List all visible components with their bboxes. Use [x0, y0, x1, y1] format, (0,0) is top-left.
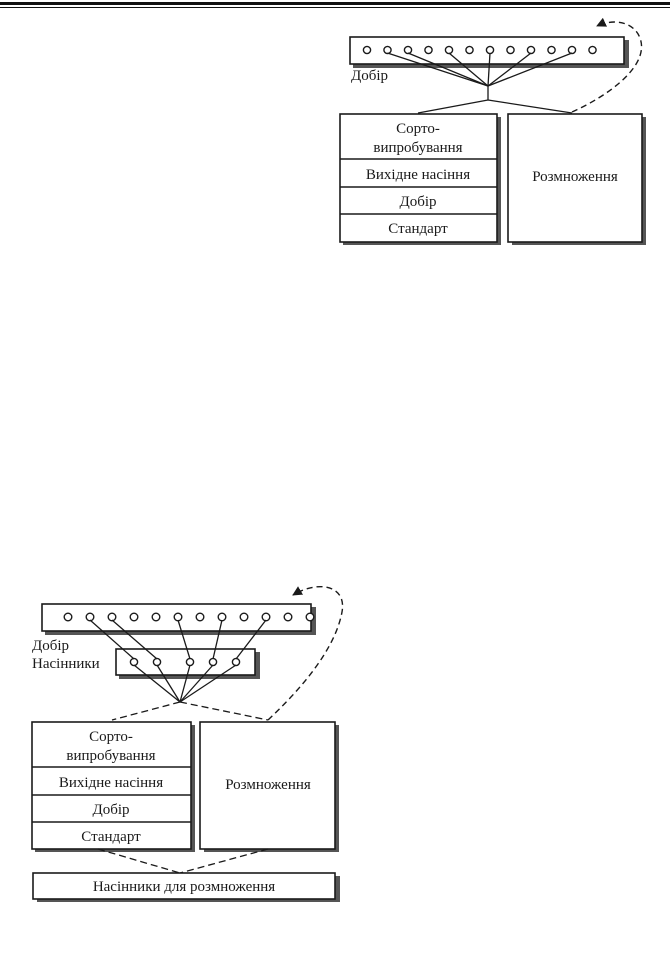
plant-circle	[86, 613, 94, 621]
plant-circle	[425, 46, 432, 53]
plant-circle	[108, 613, 116, 621]
plant-circle	[568, 46, 575, 53]
plant-circle	[196, 613, 204, 621]
plant-circle	[240, 613, 248, 621]
plant-circle	[152, 613, 160, 621]
plant-circle	[445, 46, 452, 53]
variety-trial-label-1: Сорто-	[396, 121, 440, 137]
plant-circle	[284, 613, 292, 621]
plant-circle	[64, 613, 72, 621]
plant-circle	[363, 46, 370, 53]
seed-plant-circle	[209, 658, 216, 665]
plant-circle	[589, 46, 596, 53]
seed-plant-circle	[130, 658, 137, 665]
plant-circle	[466, 46, 473, 53]
seed-plant-circle	[232, 658, 239, 665]
selection-label: Добір	[351, 68, 388, 84]
plant-circle	[384, 46, 391, 53]
funnel-lines	[418, 86, 572, 113]
dashed-converge	[98, 849, 268, 873]
plant-circle	[548, 46, 555, 53]
multiplication-label: Розмноження	[225, 777, 311, 793]
plant-circle	[174, 613, 182, 621]
standard-label: Стандарт	[81, 829, 141, 845]
seeds-for-multiplication-label: Насінники для розмноження	[93, 879, 275, 895]
seed-plant-circle	[153, 658, 160, 665]
seed-plant-circle	[186, 658, 193, 665]
variety-trial-label-2: випробування	[66, 748, 155, 764]
plant-circle	[527, 46, 534, 53]
plant-circle	[507, 46, 514, 53]
initial-seeds-label: Вихідне насіння	[366, 167, 470, 183]
multiplication-label: Розмноження	[532, 169, 618, 185]
plant-circle	[218, 613, 226, 621]
selection-label: Добір	[32, 638, 69, 654]
plant-circle	[262, 613, 270, 621]
plant-circle	[486, 46, 493, 53]
selection-row-label: Добір	[92, 802, 129, 818]
initial-seeds-label: Вихідне насіння	[59, 775, 163, 791]
plant-circle	[306, 613, 314, 621]
plant-circle	[130, 613, 138, 621]
variety-trial-label-1: Сорто-	[89, 729, 133, 745]
plant-circle	[404, 46, 411, 53]
standard-label: Стандарт	[388, 221, 448, 237]
variety-trial-label-2: випробування	[373, 140, 462, 156]
scheme-bottom: Добір Насінники Сорто- випробування Вихі…	[32, 587, 343, 902]
selection-row-label: Добір	[399, 194, 436, 210]
seed-plants-label: Насінники	[32, 656, 100, 672]
dashed-split	[112, 702, 268, 720]
scheme-top: Добір Сорто- випробування Вихідне насінн…	[340, 22, 646, 245]
